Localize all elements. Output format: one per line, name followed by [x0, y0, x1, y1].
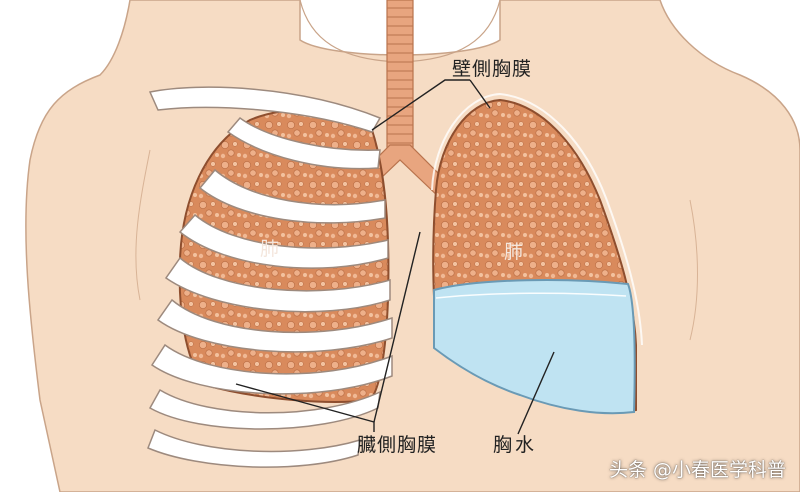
parietal-pleura-label: 壁側胸膜	[452, 58, 533, 80]
visceral-pleura-label: 臓側胸膜	[357, 434, 438, 456]
pleural-effusion-fluid	[433, 279, 636, 415]
leader-lines	[235, 79, 555, 435]
ribs	[147, 86, 393, 468]
pleural-effusion-label: 胸水	[493, 434, 538, 456]
lung-left-label: 肺	[260, 238, 280, 260]
watermark: 头条 @小春医学科普	[608, 459, 786, 481]
lung-right-label: 肺	[504, 241, 524, 263]
